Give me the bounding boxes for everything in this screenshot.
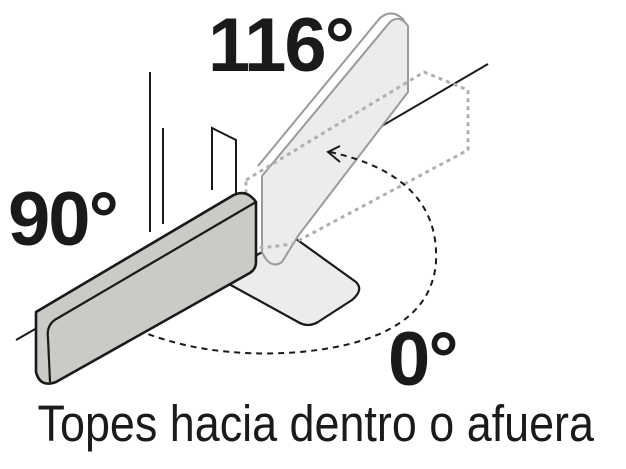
angle-label-0: 0° — [388, 317, 459, 402]
stop-block-90-top — [35, 191, 258, 383]
ghost-stop-116 — [261, 17, 409, 266]
angle-label-90: 90° — [8, 177, 119, 262]
arc-arrow-top — [326, 145, 341, 163]
angle-label-116: 116° — [208, 3, 355, 88]
rotation-arc — [123, 151, 438, 355]
diagram-caption: Topes hacia dentro o afuera — [37, 395, 594, 452]
ghost-stop-116-edge — [257, 12, 405, 167]
post-bracket — [211, 126, 237, 200]
